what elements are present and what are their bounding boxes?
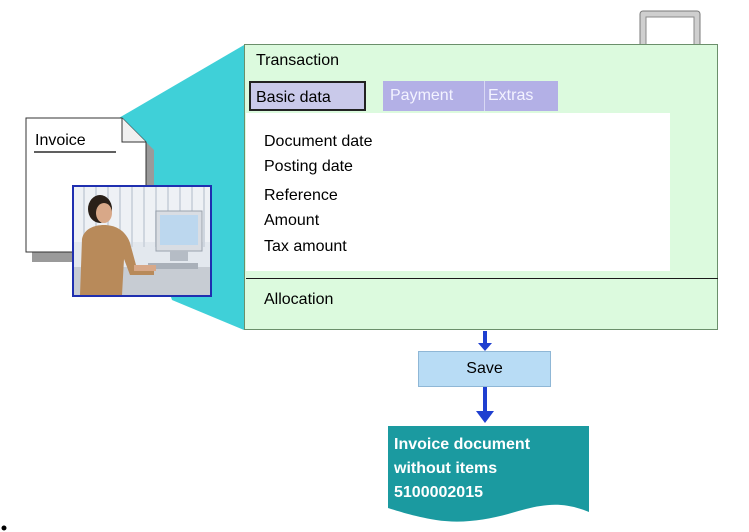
arrow-to-document [476,387,494,423]
tab-basic-data[interactable]: Basic data [249,81,366,111]
arrow-to-save [478,331,492,351]
photo-illustration [74,187,210,295]
panel-divider [246,278,718,279]
corner-mark [1,525,7,531]
person-at-computer-photo [72,185,212,297]
allocation-label: Allocation [264,291,334,308]
result-document-text: Invoice document without items 510000201… [394,433,594,505]
basic-data-fields-area [246,113,670,271]
result-document-line-3: 5100002015 [394,484,483,501]
result-document-shape [388,426,589,522]
result-document-line-1: Invoice document [394,436,531,453]
invoice-label: Invoice [35,132,86,149]
tab-extras[interactable]: Extras [484,81,558,111]
transaction-title: Transaction [256,52,339,69]
result-document-line-2: without items [394,460,498,477]
field-tax-amount: Tax amount [264,238,347,255]
field-reference: Reference [264,187,338,204]
field-amount: Amount [264,212,320,229]
field-posting-date: Posting date [264,158,353,175]
tab-payment[interactable]: Payment [383,81,484,111]
save-step-box: Save [418,351,551,387]
field-document-date: Document date [264,133,373,150]
